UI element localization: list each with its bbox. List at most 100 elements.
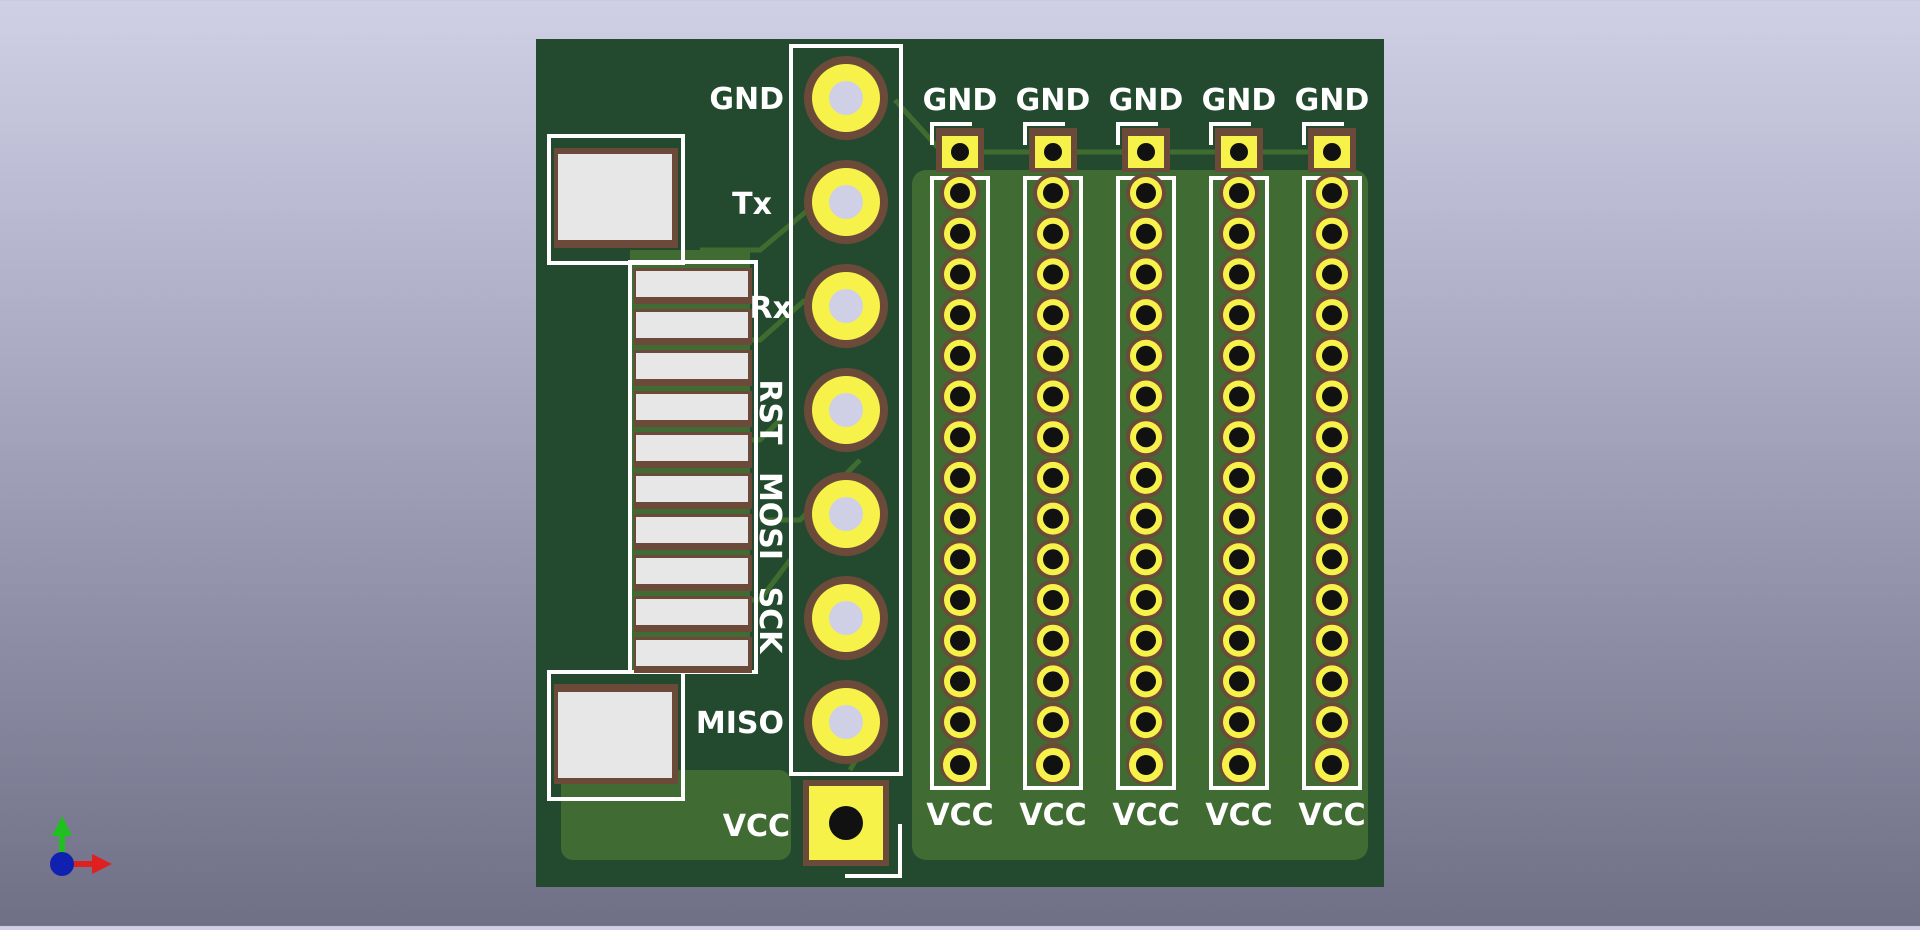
- col3-hole-10[interactable]: [1126, 539, 1166, 580]
- header-pin-7[interactable]: [804, 680, 888, 764]
- col3-hole-1[interactable]: [1126, 173, 1166, 213]
- col4-hole-13[interactable]: [1219, 661, 1259, 702]
- usb-pad-metal-5: [636, 435, 748, 461]
- col5-hole-1[interactable]: [1312, 173, 1352, 213]
- col3-hole-9[interactable]: [1126, 498, 1166, 539]
- col4-hole-2[interactable]: [1219, 213, 1259, 254]
- header-pin-2[interactable]: [804, 160, 888, 244]
- col3-hole-4[interactable]: [1126, 295, 1166, 336]
- vcc-pin-5[interactable]: [1312, 745, 1352, 785]
- col4-hole-14[interactable]: [1219, 702, 1259, 743]
- col4-hole-5[interactable]: [1219, 335, 1259, 376]
- col2-hole-13[interactable]: [1033, 661, 1073, 702]
- col5-hole-13[interactable]: [1312, 661, 1352, 702]
- vcc-pin-3[interactable]: [1126, 745, 1166, 785]
- col1-hole-1[interactable]: [940, 173, 980, 213]
- col1-hole-10[interactable]: [940, 539, 980, 580]
- col4-hole-8[interactable]: [1219, 457, 1259, 498]
- gnd-pin-1[interactable]: [936, 128, 984, 172]
- col1-hole-2[interactable]: [940, 213, 980, 254]
- col1-top-label: GND: [923, 83, 998, 118]
- header-pin-5[interactable]: [804, 472, 888, 556]
- col3-hole-13[interactable]: [1126, 661, 1166, 702]
- col2-hole-4[interactable]: [1033, 295, 1073, 336]
- header-pin-4[interactable]: [804, 368, 888, 452]
- col5-hole-11[interactable]: [1312, 580, 1352, 620]
- header-pin-3[interactable]: [804, 264, 888, 348]
- col1-hole-11[interactable]: [940, 580, 980, 620]
- col3-hole-14[interactable]: [1126, 702, 1166, 743]
- col2-top-label: GND: [1016, 83, 1091, 118]
- col2-hole-12[interactable]: [1033, 620, 1073, 661]
- label-vcc: VCC: [723, 809, 790, 844]
- col5-hole-8[interactable]: [1312, 457, 1352, 498]
- col3-hole-8[interactable]: [1126, 457, 1166, 498]
- col5-hole-3[interactable]: [1312, 254, 1352, 295]
- col2-hole-5[interactable]: [1033, 335, 1073, 376]
- y-axis-arrow-icon: [52, 816, 72, 836]
- x-axis-arrow-icon: [92, 854, 112, 874]
- col1-hole-9[interactable]: [940, 498, 980, 539]
- col3-hole-12[interactable]: [1126, 620, 1166, 661]
- col2-hole-3[interactable]: [1033, 254, 1073, 295]
- col4-hole-10[interactable]: [1219, 539, 1259, 580]
- col4-hole-9[interactable]: [1219, 498, 1259, 539]
- col2-hole-1[interactable]: [1033, 173, 1073, 213]
- col4-hole-3[interactable]: [1219, 254, 1259, 295]
- label-sck: SCK: [752, 587, 787, 656]
- gnd-pin-4[interactable]: [1215, 128, 1263, 172]
- col1-hole-3[interactable]: [940, 254, 980, 295]
- col1-hole-7[interactable]: [940, 417, 980, 458]
- col1-hole-4[interactable]: [940, 295, 980, 336]
- col5-hole-2[interactable]: [1312, 213, 1352, 254]
- col2-hole-2[interactable]: [1033, 213, 1073, 254]
- col2-hole-6[interactable]: [1033, 376, 1073, 417]
- col3-hole-2[interactable]: [1126, 213, 1166, 254]
- col3-hole-6[interactable]: [1126, 376, 1166, 417]
- col5-hole-7[interactable]: [1312, 417, 1352, 458]
- col5-hole-12[interactable]: [1312, 620, 1352, 661]
- col2-hole-14[interactable]: [1033, 702, 1073, 743]
- col4-hole-12[interactable]: [1219, 620, 1259, 661]
- col2-hole-7[interactable]: [1033, 417, 1073, 458]
- col1-hole-5[interactable]: [940, 335, 980, 376]
- col3-hole-3[interactable]: [1126, 254, 1166, 295]
- header-pin-vcc[interactable]: [803, 780, 889, 866]
- header-pin-1[interactable]: [804, 56, 888, 140]
- vcc-pin-2[interactable]: [1033, 745, 1073, 785]
- gnd-pin-3[interactable]: [1122, 128, 1170, 172]
- col4-hole-7[interactable]: [1219, 417, 1259, 458]
- col1-hole-12[interactable]: [940, 620, 980, 661]
- col5-hole-4[interactable]: [1312, 295, 1352, 336]
- vcc-pin-4[interactable]: [1219, 745, 1259, 785]
- col1-hole-13[interactable]: [940, 661, 980, 702]
- pin-columns: [930, 122, 1362, 790]
- col2-hole-8[interactable]: [1033, 457, 1073, 498]
- vcc-pin-1[interactable]: [940, 745, 980, 785]
- col5-hole-14[interactable]: [1312, 702, 1352, 743]
- col1-hole-8[interactable]: [940, 457, 980, 498]
- col4-hole-4[interactable]: [1219, 295, 1259, 336]
- gnd-pin-5[interactable]: [1308, 128, 1356, 172]
- col1-hole-14[interactable]: [940, 702, 980, 743]
- col1-hole-6[interactable]: [940, 376, 980, 417]
- col5-hole-10[interactable]: [1312, 539, 1352, 580]
- col2-hole-9[interactable]: [1033, 498, 1073, 539]
- col3-hole-7[interactable]: [1126, 417, 1166, 458]
- col2-hole-10[interactable]: [1033, 539, 1073, 580]
- col4-hole-6[interactable]: [1219, 376, 1259, 417]
- gnd-pin-2[interactable]: [1029, 128, 1077, 172]
- label-miso: MISO: [696, 706, 784, 741]
- col3-hole-5[interactable]: [1126, 335, 1166, 376]
- col4-hole-11[interactable]: [1219, 580, 1259, 620]
- label-rst: RST: [752, 379, 787, 445]
- pin-column-2: [1023, 122, 1083, 790]
- col4-hole-1[interactable]: [1219, 173, 1259, 213]
- col2-hole-11[interactable]: [1033, 580, 1073, 620]
- col5-hole-6[interactable]: [1312, 376, 1352, 417]
- header-pin-6[interactable]: [804, 576, 888, 660]
- col3-hole-11[interactable]: [1126, 580, 1166, 620]
- col5-hole-5[interactable]: [1312, 335, 1352, 376]
- col5-hole-9[interactable]: [1312, 498, 1352, 539]
